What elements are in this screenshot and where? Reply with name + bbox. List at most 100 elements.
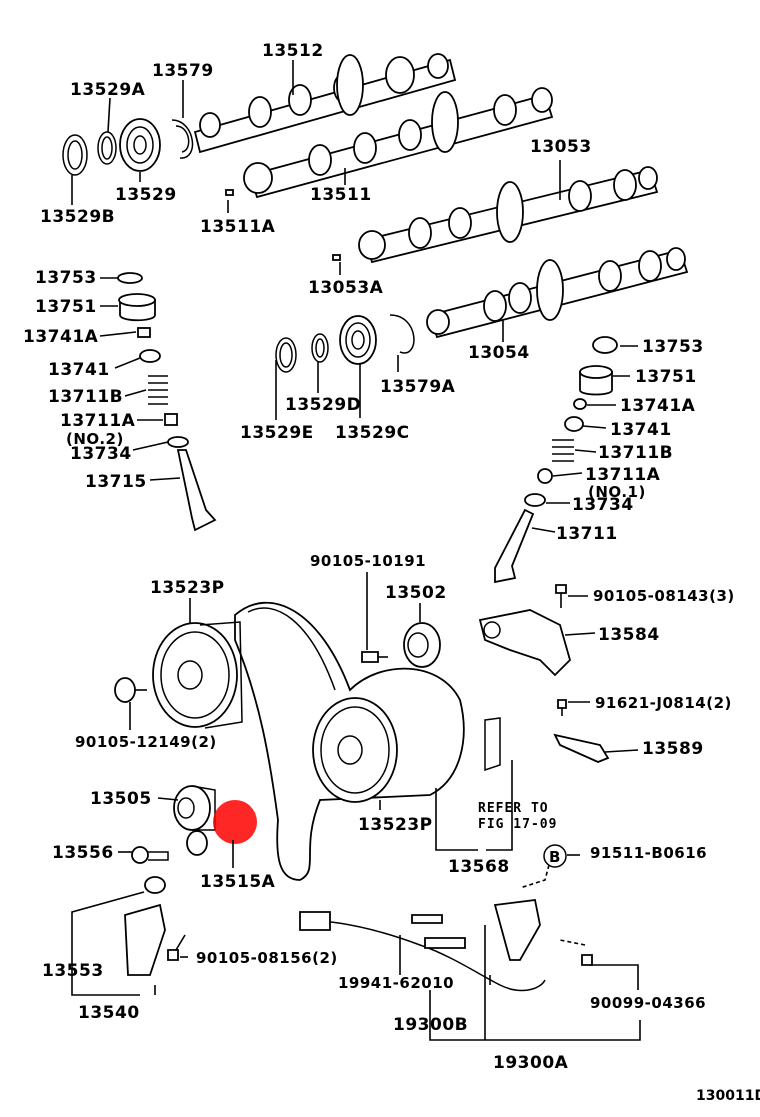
bolt-90099-04366[interactable] xyxy=(581,954,593,966)
label-13734-right: 13734 xyxy=(572,495,634,515)
seal-13711a-right[interactable] xyxy=(537,468,553,484)
label-13529b: 13529B xyxy=(40,207,115,227)
camshaft-13053[interactable] xyxy=(358,166,659,264)
retainer-13741-left[interactable] xyxy=(139,349,161,363)
shim-13753-right[interactable] xyxy=(592,336,618,354)
tensioner-13505[interactable] xyxy=(173,785,216,831)
pulley-13523p-top[interactable] xyxy=(152,621,243,729)
spacer-13515a[interactable] xyxy=(186,830,208,856)
label-13751-left: 13751 xyxy=(35,297,97,317)
label-13751-right: 13751 xyxy=(635,367,697,387)
label-91511-b0616: 91511-B0616 xyxy=(590,844,707,862)
label-13579a: 13579A xyxy=(380,377,456,397)
spring-13711b-right[interactable] xyxy=(552,439,574,462)
label-13734-left: 13734 xyxy=(70,444,132,464)
label-13054: 13054 xyxy=(468,343,530,363)
camshaft-13511[interactable] xyxy=(243,87,554,199)
tensioner-13553[interactable] xyxy=(124,876,166,976)
bolt-90105-12149[interactable] xyxy=(114,677,147,703)
pulley-13556[interactable] xyxy=(131,846,169,864)
label-90105-10191: 90105-10191 xyxy=(310,552,426,570)
label-13505: 13505 xyxy=(90,789,152,809)
highlight-marker xyxy=(213,800,257,844)
label-13579: 13579 xyxy=(152,61,214,81)
bolt-90105-08143[interactable] xyxy=(555,584,567,608)
label-13529a: 13529A xyxy=(70,80,146,100)
label-90105-12149: 90105-12149(2) xyxy=(75,733,217,751)
label-90105-08143: 90105-08143(3) xyxy=(593,587,735,605)
pin-13053a[interactable] xyxy=(332,254,341,261)
label-19300b: 19300B xyxy=(393,1015,468,1035)
label-13711a-left: 13711A xyxy=(60,411,136,431)
lifter-13751-left[interactable] xyxy=(118,293,156,322)
label-13523p-top: 13523P xyxy=(150,578,225,598)
label-13568: 13568 xyxy=(448,857,510,877)
sensor-harness-19300[interactable] xyxy=(299,899,546,992)
seal-13711a-left[interactable] xyxy=(164,413,178,426)
label-13529e: 13529E xyxy=(240,423,314,443)
label-13540: 13540 xyxy=(78,1003,140,1023)
label-13556: 13556 xyxy=(52,843,114,863)
label-13715: 13715 xyxy=(85,472,147,492)
label-90105-08156: 90105-08156(2) xyxy=(196,949,338,967)
keeper-13741a-left[interactable] xyxy=(137,327,151,338)
camshaft-13512[interactable] xyxy=(193,53,457,154)
label-13589: 13589 xyxy=(642,739,704,759)
refer-note-line1: REFER TO xyxy=(478,801,549,816)
label-19941-62010: 19941-62010 xyxy=(338,974,454,992)
label-13741a-left: 13741A xyxy=(23,327,99,347)
shim-13753-left[interactable] xyxy=(117,272,143,284)
ref-circle-b xyxy=(543,844,567,868)
pulley-13523p-bottom[interactable] xyxy=(312,697,398,803)
bolt-90105-10191[interactable] xyxy=(361,651,388,663)
plate-13589[interactable] xyxy=(553,733,610,763)
pin-13511a[interactable] xyxy=(225,189,234,196)
keeper-13741a-right[interactable] xyxy=(573,398,587,410)
label-13502: 13502 xyxy=(385,583,447,603)
label-13711: 13711 xyxy=(556,524,618,544)
spring-13711b-left[interactable] xyxy=(148,375,168,405)
cover-refer xyxy=(484,717,501,772)
label-13553: 13553 xyxy=(42,961,104,981)
bolt-91621-j0814[interactable] xyxy=(557,699,567,716)
label-91621-j0814: 91621-J0814(2) xyxy=(595,694,732,712)
camshaft-13054[interactable] xyxy=(426,247,689,339)
idler-13502[interactable] xyxy=(403,622,441,668)
wave-washer-13529d[interactable] xyxy=(311,333,329,363)
leader-lines xyxy=(71,60,641,1041)
label-13741-right: 13741 xyxy=(610,420,672,440)
wave-washer-13529a[interactable] xyxy=(97,131,117,165)
label-13515a: 13515A xyxy=(200,872,276,892)
valve-13715[interactable] xyxy=(176,449,217,532)
label-13053a: 13053A xyxy=(308,278,384,298)
label-13529d: 13529D xyxy=(285,395,361,415)
label-b: B xyxy=(549,848,561,866)
label-no2: (NO.2) xyxy=(66,430,124,448)
label-13529c: 13529C xyxy=(335,423,410,443)
label-13584: 13584 xyxy=(598,625,660,645)
retainer-13741-right[interactable] xyxy=(564,416,584,432)
label-13741-left: 13741 xyxy=(48,360,110,380)
valve-13711[interactable] xyxy=(494,508,535,584)
seat-13734-left[interactable] xyxy=(167,436,189,448)
label-19300a: 19300A xyxy=(493,1053,569,1073)
snap-ring-13579a[interactable] xyxy=(389,314,415,354)
label-13511: 13511 xyxy=(310,185,372,205)
label-13711b-right: 13711B xyxy=(598,443,673,463)
gear-13529[interactable] xyxy=(119,118,161,172)
label-13711b-left: 13711B xyxy=(48,387,123,407)
seat-13734-right[interactable] xyxy=(524,493,546,507)
label-13512: 13512 xyxy=(262,41,324,61)
label-13529: 13529 xyxy=(115,185,177,205)
bracket-13584[interactable] xyxy=(478,609,572,677)
bolt-90105-08156[interactable] xyxy=(167,934,186,961)
label-13053: 13053 xyxy=(530,137,592,157)
label-no1: (NO.1) xyxy=(588,483,646,501)
lifter-13751-right[interactable] xyxy=(579,365,613,396)
snap-ring-13529e[interactable] xyxy=(275,337,297,373)
label-13753-right: 13753 xyxy=(642,337,704,357)
snap-ring-13529b[interactable] xyxy=(62,134,88,176)
gear-13529c[interactable] xyxy=(339,315,377,365)
snap-ring-13579[interactable] xyxy=(171,119,194,159)
